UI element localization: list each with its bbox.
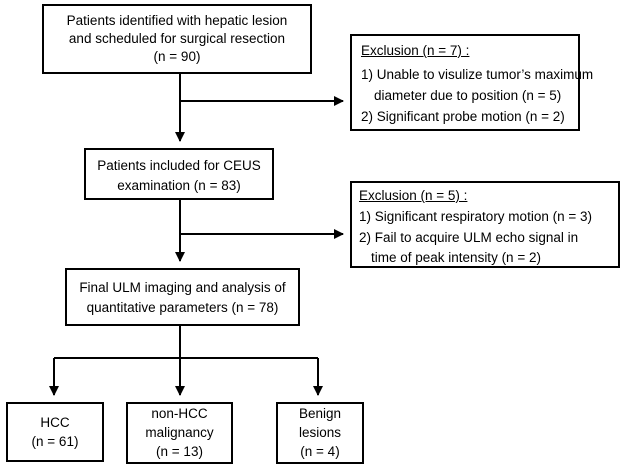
benign-line3: (n = 4)	[300, 444, 340, 459]
exclusion2-line2: 2) Fail to acquire ULM echo signal in	[359, 230, 579, 245]
hcc-line2: (n = 61)	[31, 434, 79, 449]
identified-line1: Patients identified with hepatic lesion	[66, 13, 288, 28]
benign-line2: lesions	[298, 425, 342, 440]
nonhcc-line2: malignancy	[145, 425, 214, 440]
included-line2: examination (n = 83)	[117, 178, 241, 193]
exclusion2-line3: time of peak intensity (n = 2)	[371, 250, 541, 265]
identified-box	[42, 4, 312, 74]
nonhcc-line1: non-HCC	[151, 406, 208, 421]
included-line1: Patients included for CEUS	[97, 158, 261, 173]
benign-box	[276, 402, 364, 464]
final-box	[65, 268, 300, 326]
final-line2: quantitative parameters (n = 78)	[86, 300, 279, 315]
nonhcc-line3: (n = 13)	[156, 444, 203, 459]
exclusion2-title: Exclusion (n = 5) :	[359, 188, 468, 203]
identified-line2: and scheduled for surgical resection	[68, 31, 286, 46]
hcc-line1: HCC	[40, 415, 70, 430]
exclusion1-title: Exclusion (n = 7) :	[361, 43, 470, 58]
final-line1: Final ULM imaging and analysis of	[79, 280, 286, 295]
benign-line1: Benign	[298, 406, 342, 421]
exclusion2-box	[350, 181, 620, 268]
identified-line3: (n = 90)	[153, 49, 201, 64]
exclusion1-box	[350, 34, 580, 131]
exclusion2-line1: 1) Significant respiratory motion (n = 3…	[359, 209, 592, 224]
included-box	[84, 148, 274, 200]
hcc-box	[6, 402, 104, 462]
exclusion1-line1: 1) Unable to visulize tumor’s maximum	[361, 67, 594, 82]
exclusion1-line3: 2) Significant probe motion (n = 2)	[361, 109, 565, 124]
exclusion1-line2: diameter due to position (n = 5)	[374, 88, 562, 103]
nonhcc-box	[126, 402, 233, 464]
